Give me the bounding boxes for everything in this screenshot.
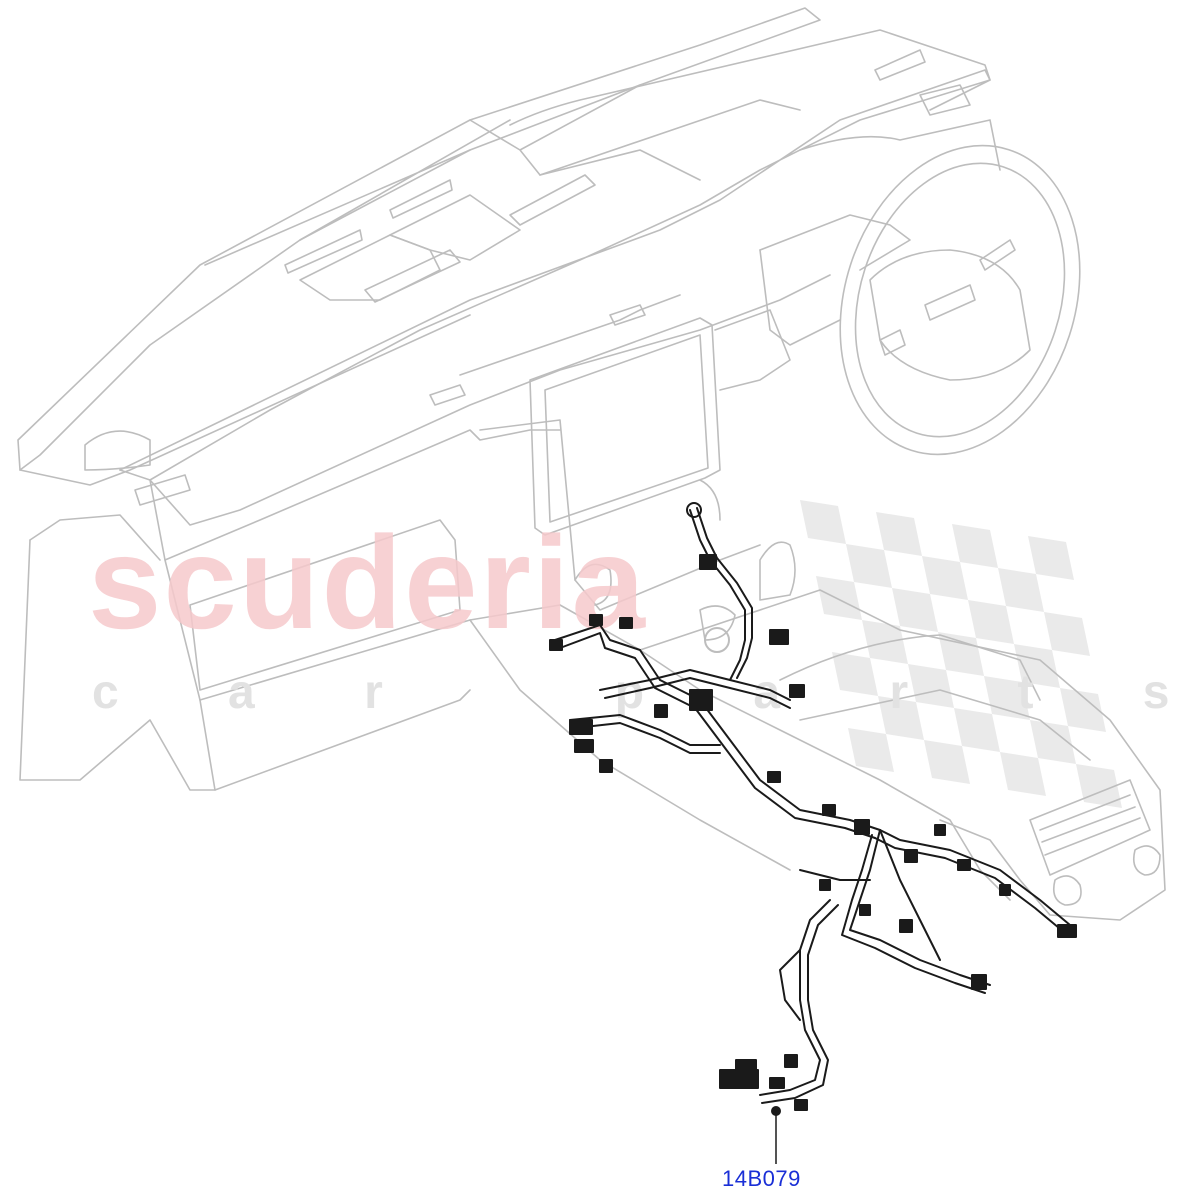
watermark-subline: c a r p a r t s: [92, 666, 1178, 719]
checker-square: [1014, 644, 1060, 688]
checker-square: [848, 728, 894, 772]
checker-square: [846, 544, 892, 588]
checker-square: [800, 500, 846, 544]
checker-square: [1000, 752, 1046, 796]
checkered-flag-watermark: [800, 500, 1122, 808]
checker-square: [954, 708, 1000, 752]
part-number-callout[interactable]: 14B079: [722, 1166, 801, 1191]
checker-square: [832, 652, 878, 696]
checker-square: [938, 632, 984, 676]
checker-square: [922, 556, 968, 600]
checker-square: [1044, 612, 1090, 656]
checker-square: [924, 740, 970, 784]
checker-square: [984, 676, 1030, 720]
checker-square: [1030, 720, 1076, 764]
checker-square: [892, 588, 938, 632]
checker-square: [952, 524, 998, 568]
watermark-brand: scuderia: [88, 509, 647, 656]
callout-leader: [771, 1106, 781, 1164]
checker-square: [1060, 688, 1106, 732]
checker-square: [876, 512, 922, 556]
checker-square: [998, 568, 1044, 612]
checker-square: [816, 576, 862, 620]
dashboard-outline: [17, 7, 1166, 921]
checker-square: [878, 696, 924, 740]
checker-square: [1028, 536, 1074, 580]
checker-square: [968, 600, 1014, 644]
checker-square: [908, 664, 954, 708]
wiring-harness: [549, 502, 1077, 1111]
